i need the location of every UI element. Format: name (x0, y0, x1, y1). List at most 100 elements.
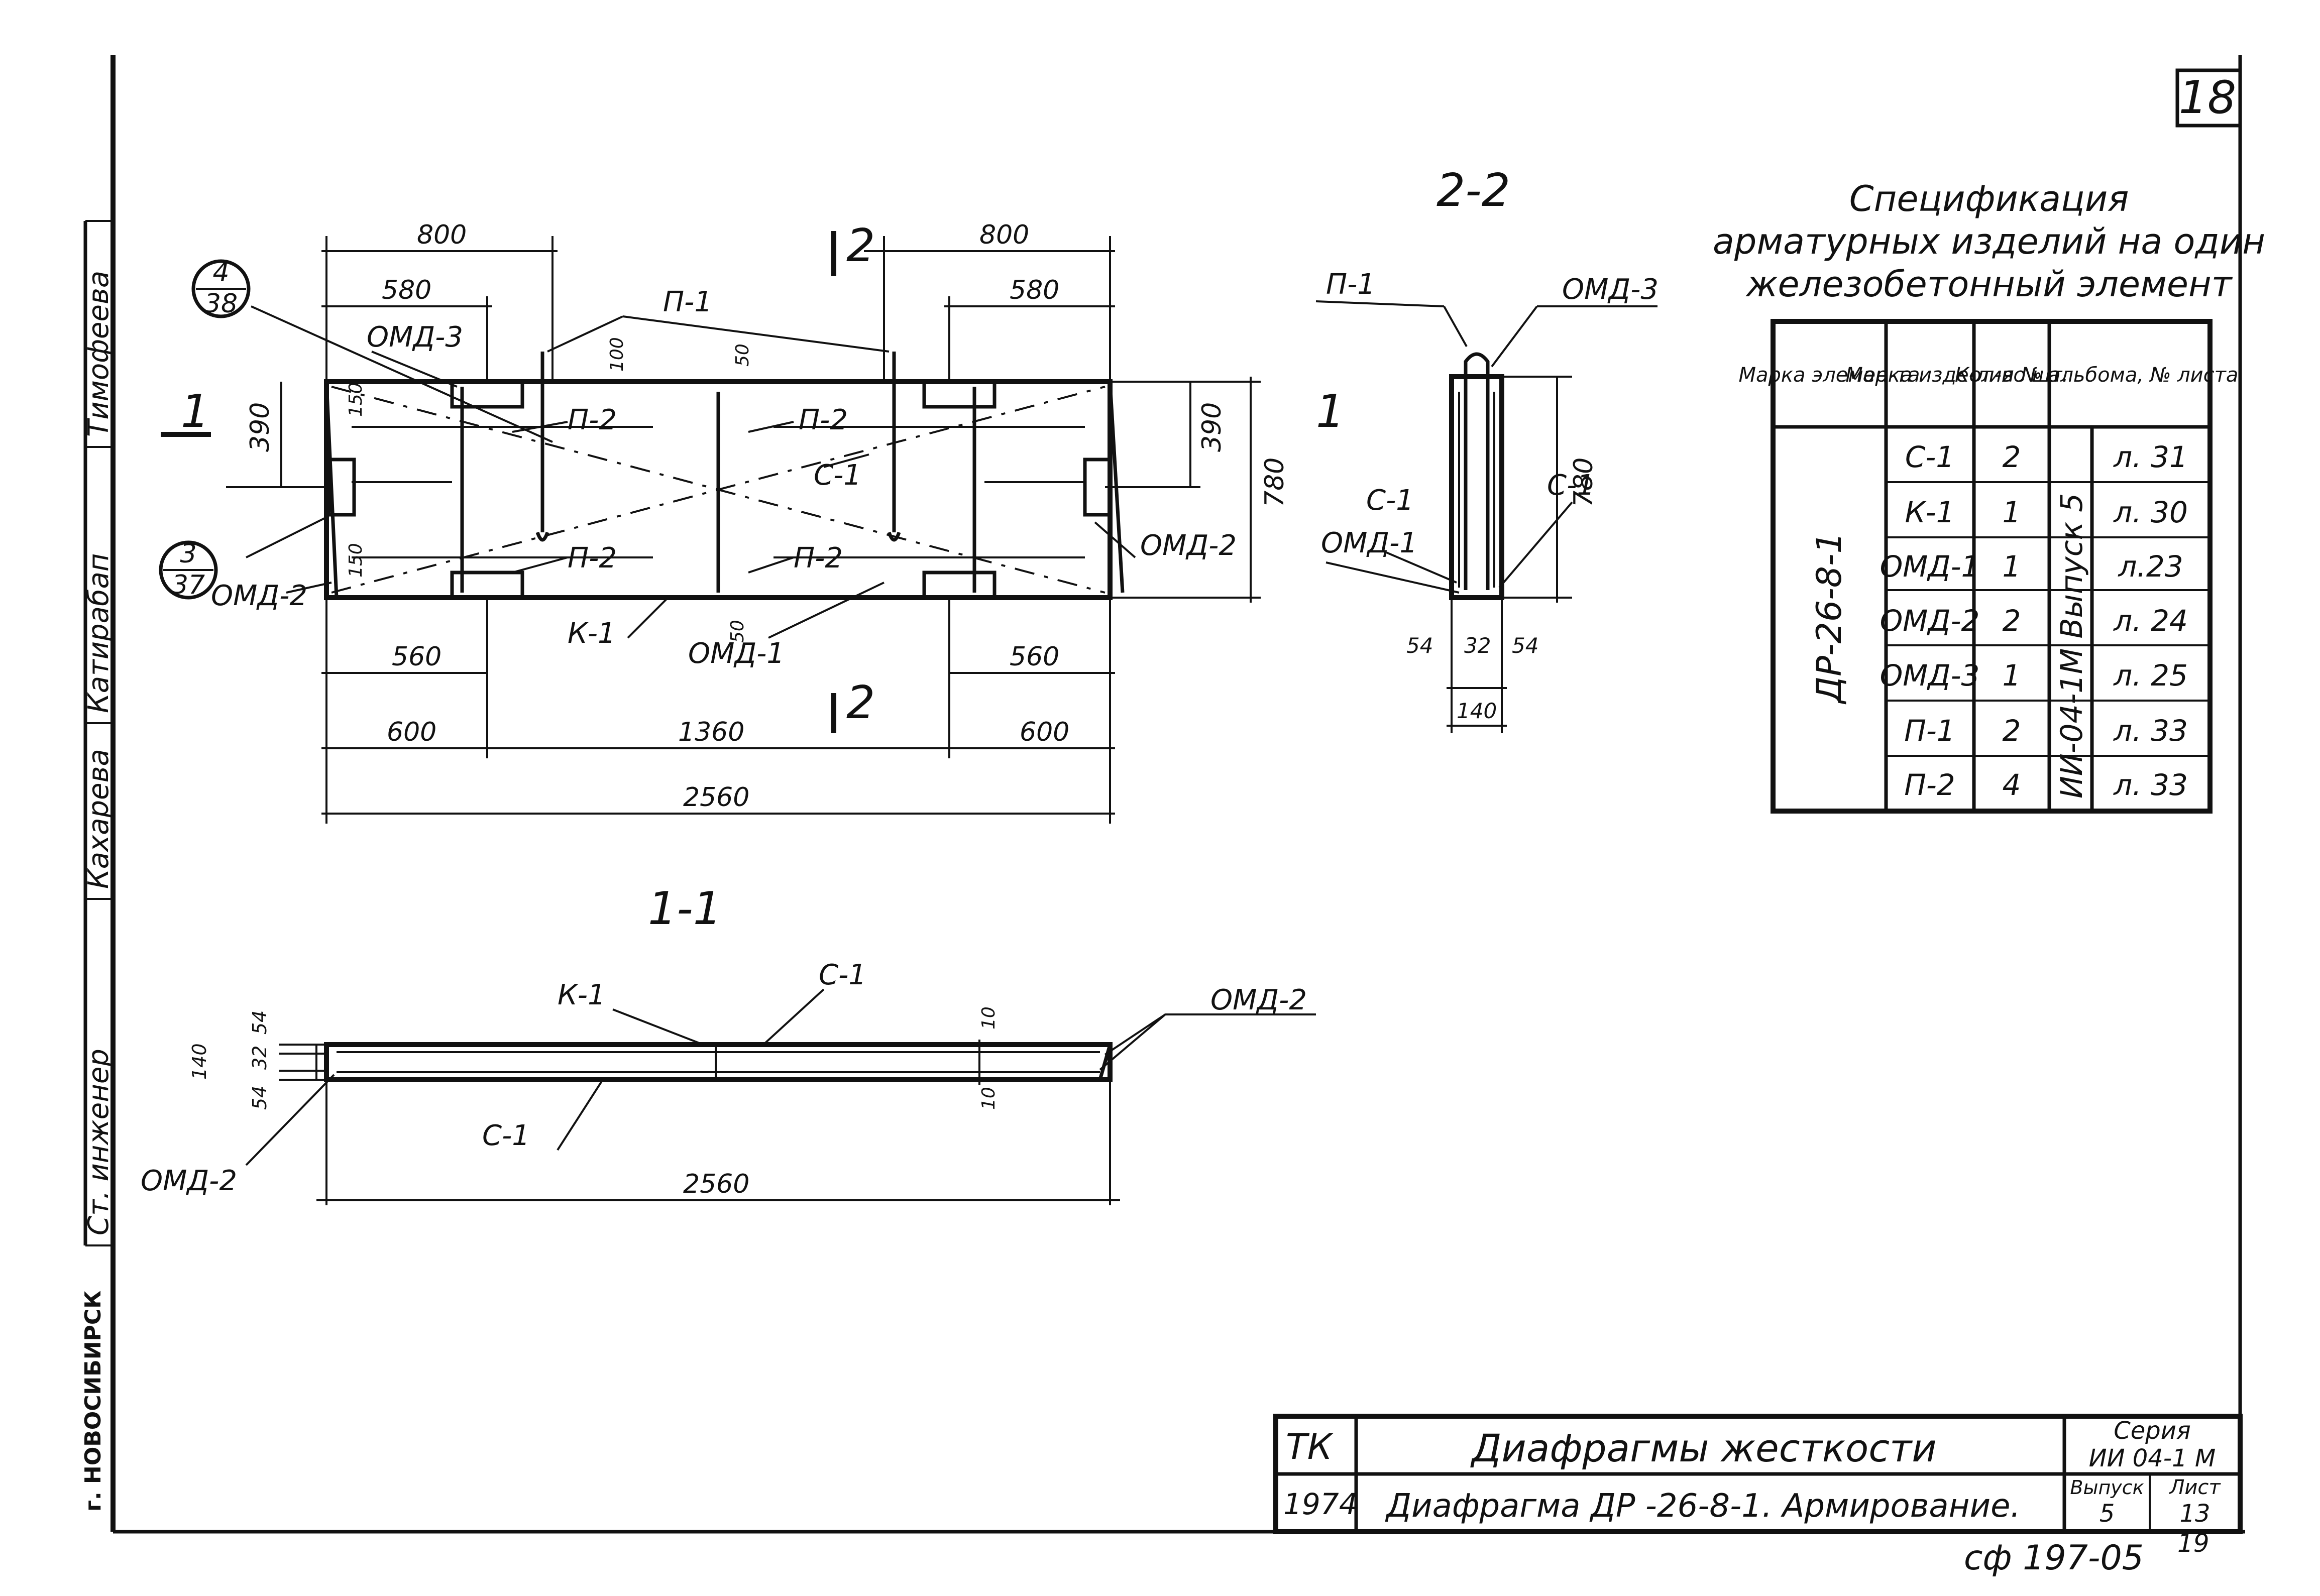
dim-800-right: 800 (979, 220, 1029, 250)
s11-dim-32: 32 (249, 1046, 271, 1070)
spec-table-grid (1771, 319, 2213, 814)
dim-780-elev: 780 (1260, 458, 1290, 507)
spec-title-1: Спецификация (1849, 178, 2129, 219)
spec-row-item: ОМД-2 (1880, 604, 1980, 638)
dim-100: 100 (607, 337, 627, 372)
spec-row-qty: 1 (2003, 549, 2021, 584)
title-block-name: Диафрагмы жесткости (1470, 1426, 1937, 1470)
s11-dim-10-top: 10 (978, 1006, 999, 1030)
dim-150-top: 150 (346, 382, 366, 417)
spec-title-2: арматурных изделий на один (1713, 221, 2265, 262)
spec-album: ИИ-04-1М Выпуск 5 (2054, 493, 2089, 799)
s22-dim-32: 32 (1464, 633, 1491, 658)
archive-sub: 19 (2177, 1529, 2209, 1558)
spec-rows: С-1 2 л. 31 К-1 1 л. 30 ОМД-1 1 л.23 ОМД… (1880, 440, 2188, 802)
dim-800-left: 800 (417, 220, 467, 250)
section-2-2-title: 2-2 (1437, 164, 1510, 217)
title-block-issue-label: Выпуск (2070, 1476, 2144, 1499)
spec-row-sheet: л. 24 (2113, 604, 2188, 638)
spec-row-item: К-1 (1905, 495, 1954, 529)
spec-header-element: Марка элемен-та (1738, 364, 1920, 387)
s11-dim-140: 140 (188, 1043, 210, 1080)
section-mark-2-top: 2 (846, 219, 875, 272)
spec-title-3: железобетонный элемент (1745, 264, 2233, 305)
dim-560-right: 560 (1010, 642, 1059, 672)
title-block-issue-value: 5 (2100, 1500, 2115, 1528)
s22-label-c1-left: С-1 (1366, 484, 1414, 517)
spec-row-sheet: л. 33 (2113, 714, 2188, 748)
dim-600-right: 600 (1020, 717, 1069, 747)
dim-560-left: 560 (392, 642, 441, 672)
title-block-subtitle: Диафрагма ДР -26-8-1. Армирование. (1385, 1488, 2021, 1525)
s22-label-omd3: ОМД-3 (1562, 273, 1659, 306)
s22-label-c1-right: С-1 (1547, 469, 1595, 502)
s11-label-k1: К-1 (558, 979, 606, 1011)
s11-label-c1-top: С-1 (819, 959, 866, 991)
elevation-view (159, 231, 1261, 824)
label-k1-elev: К-1 (568, 617, 616, 650)
dim-580-left: 580 (382, 275, 431, 305)
callout-1-top: 4 (212, 258, 229, 288)
label-p2-a: П-2 (568, 404, 617, 436)
spec-row-sheet: л. 33 (2113, 768, 2188, 802)
side-stamp-role-1: Ст. инженер (82, 1049, 115, 1235)
callout-1-bottom: 38 (204, 289, 238, 319)
label-p2-d: П-2 (794, 542, 843, 575)
s11-dim-2560: 2560 (683, 1169, 749, 1199)
dim-50-top: 50 (732, 344, 753, 367)
spec-row-qty: 4 (2003, 768, 2021, 802)
spec-row-sheet: л. 31 (2113, 440, 2188, 474)
label-c1: С-1 (814, 459, 861, 492)
label-p2-b: П-2 (799, 404, 848, 436)
city-stamp: г. НОВОСИБИРСК (80, 1291, 106, 1512)
spec-row-qty: 2 (2003, 714, 2021, 748)
dim-2560-elev: 2560 (683, 782, 749, 813)
s11-label-omd2-left: ОМД-2 (141, 1165, 237, 1197)
spec-row-sheet: л. 30 (2113, 495, 2188, 529)
s11-dim-10-bottom: 10 (978, 1087, 999, 1110)
s22-label-p1: П-1 (1326, 268, 1375, 301)
side-stamp-role-2: Кахарева (82, 749, 115, 889)
section-1-1-view (245, 988, 1316, 1205)
callout-2-bottom: 37 (172, 570, 205, 600)
section-2-2-view (1315, 300, 1658, 733)
side-stamp-role-4: Тимофеева (82, 271, 115, 437)
spec-row-qty: 2 (2003, 604, 2021, 638)
title-block-sheet-label: Лист (2168, 1476, 2221, 1499)
s11-dim-54-bottom: 54 (249, 1086, 271, 1110)
dim-580-right: 580 (1010, 275, 1059, 305)
label-omd3: ОМД-3 (367, 321, 463, 354)
section-mark-2-bottom: 2 (846, 676, 875, 729)
spec-row-qty: 1 (2003, 495, 2021, 529)
s11-label-c1-bottom: С-1 (482, 1119, 530, 1152)
s11-dim-54-top: 54 (249, 1010, 271, 1035)
spec-row-sheet: л.23 (2118, 549, 2183, 584)
title-block-series-label: Серия (2114, 1417, 2191, 1445)
dim-390-left: 390 (245, 402, 275, 452)
side-stamp-role-3: Катирабап (82, 553, 115, 713)
s22-dim-780: 780 (1569, 458, 1599, 507)
s22-label-omd1: ОМД-1 (1321, 527, 1417, 559)
label-omd2-right: ОМД-2 (1140, 529, 1237, 562)
callout-2-top: 3 (180, 539, 196, 569)
dim-600-left: 600 (387, 717, 436, 747)
dim-150-bottom: 150 (346, 543, 366, 578)
label-p2-c: П-2 (568, 542, 617, 575)
section-mark-1-right: 1 (1316, 385, 1345, 438)
spec-header-album: № альбома, № листа (2020, 364, 2239, 387)
section-mark-1-left: 1 (181, 385, 209, 438)
s22-dim-140: 140 (1457, 699, 1497, 723)
page-number: 18 (2179, 71, 2237, 124)
spec-row-item: П-2 (1904, 768, 1955, 802)
title-block-sheet-value: 13 (2179, 1500, 2210, 1528)
label-omd2-left: ОМД-2 (211, 580, 307, 612)
spec-header-qty: Кол-во шт. (1955, 364, 2068, 387)
title-block-series-value: ИИ 04-1 М (2089, 1444, 2216, 1472)
spec-row-sheet: л. 25 (2113, 658, 2188, 693)
dim-50-bottom: 50 (727, 620, 748, 643)
archive-code: сф 197-05 (1964, 1538, 2144, 1578)
label-p1: П-1 (663, 286, 712, 318)
spec-element-mark: ДР-26-8-1 (1810, 532, 1849, 705)
spec-header-item: Марка изде-лия (1845, 364, 2014, 387)
